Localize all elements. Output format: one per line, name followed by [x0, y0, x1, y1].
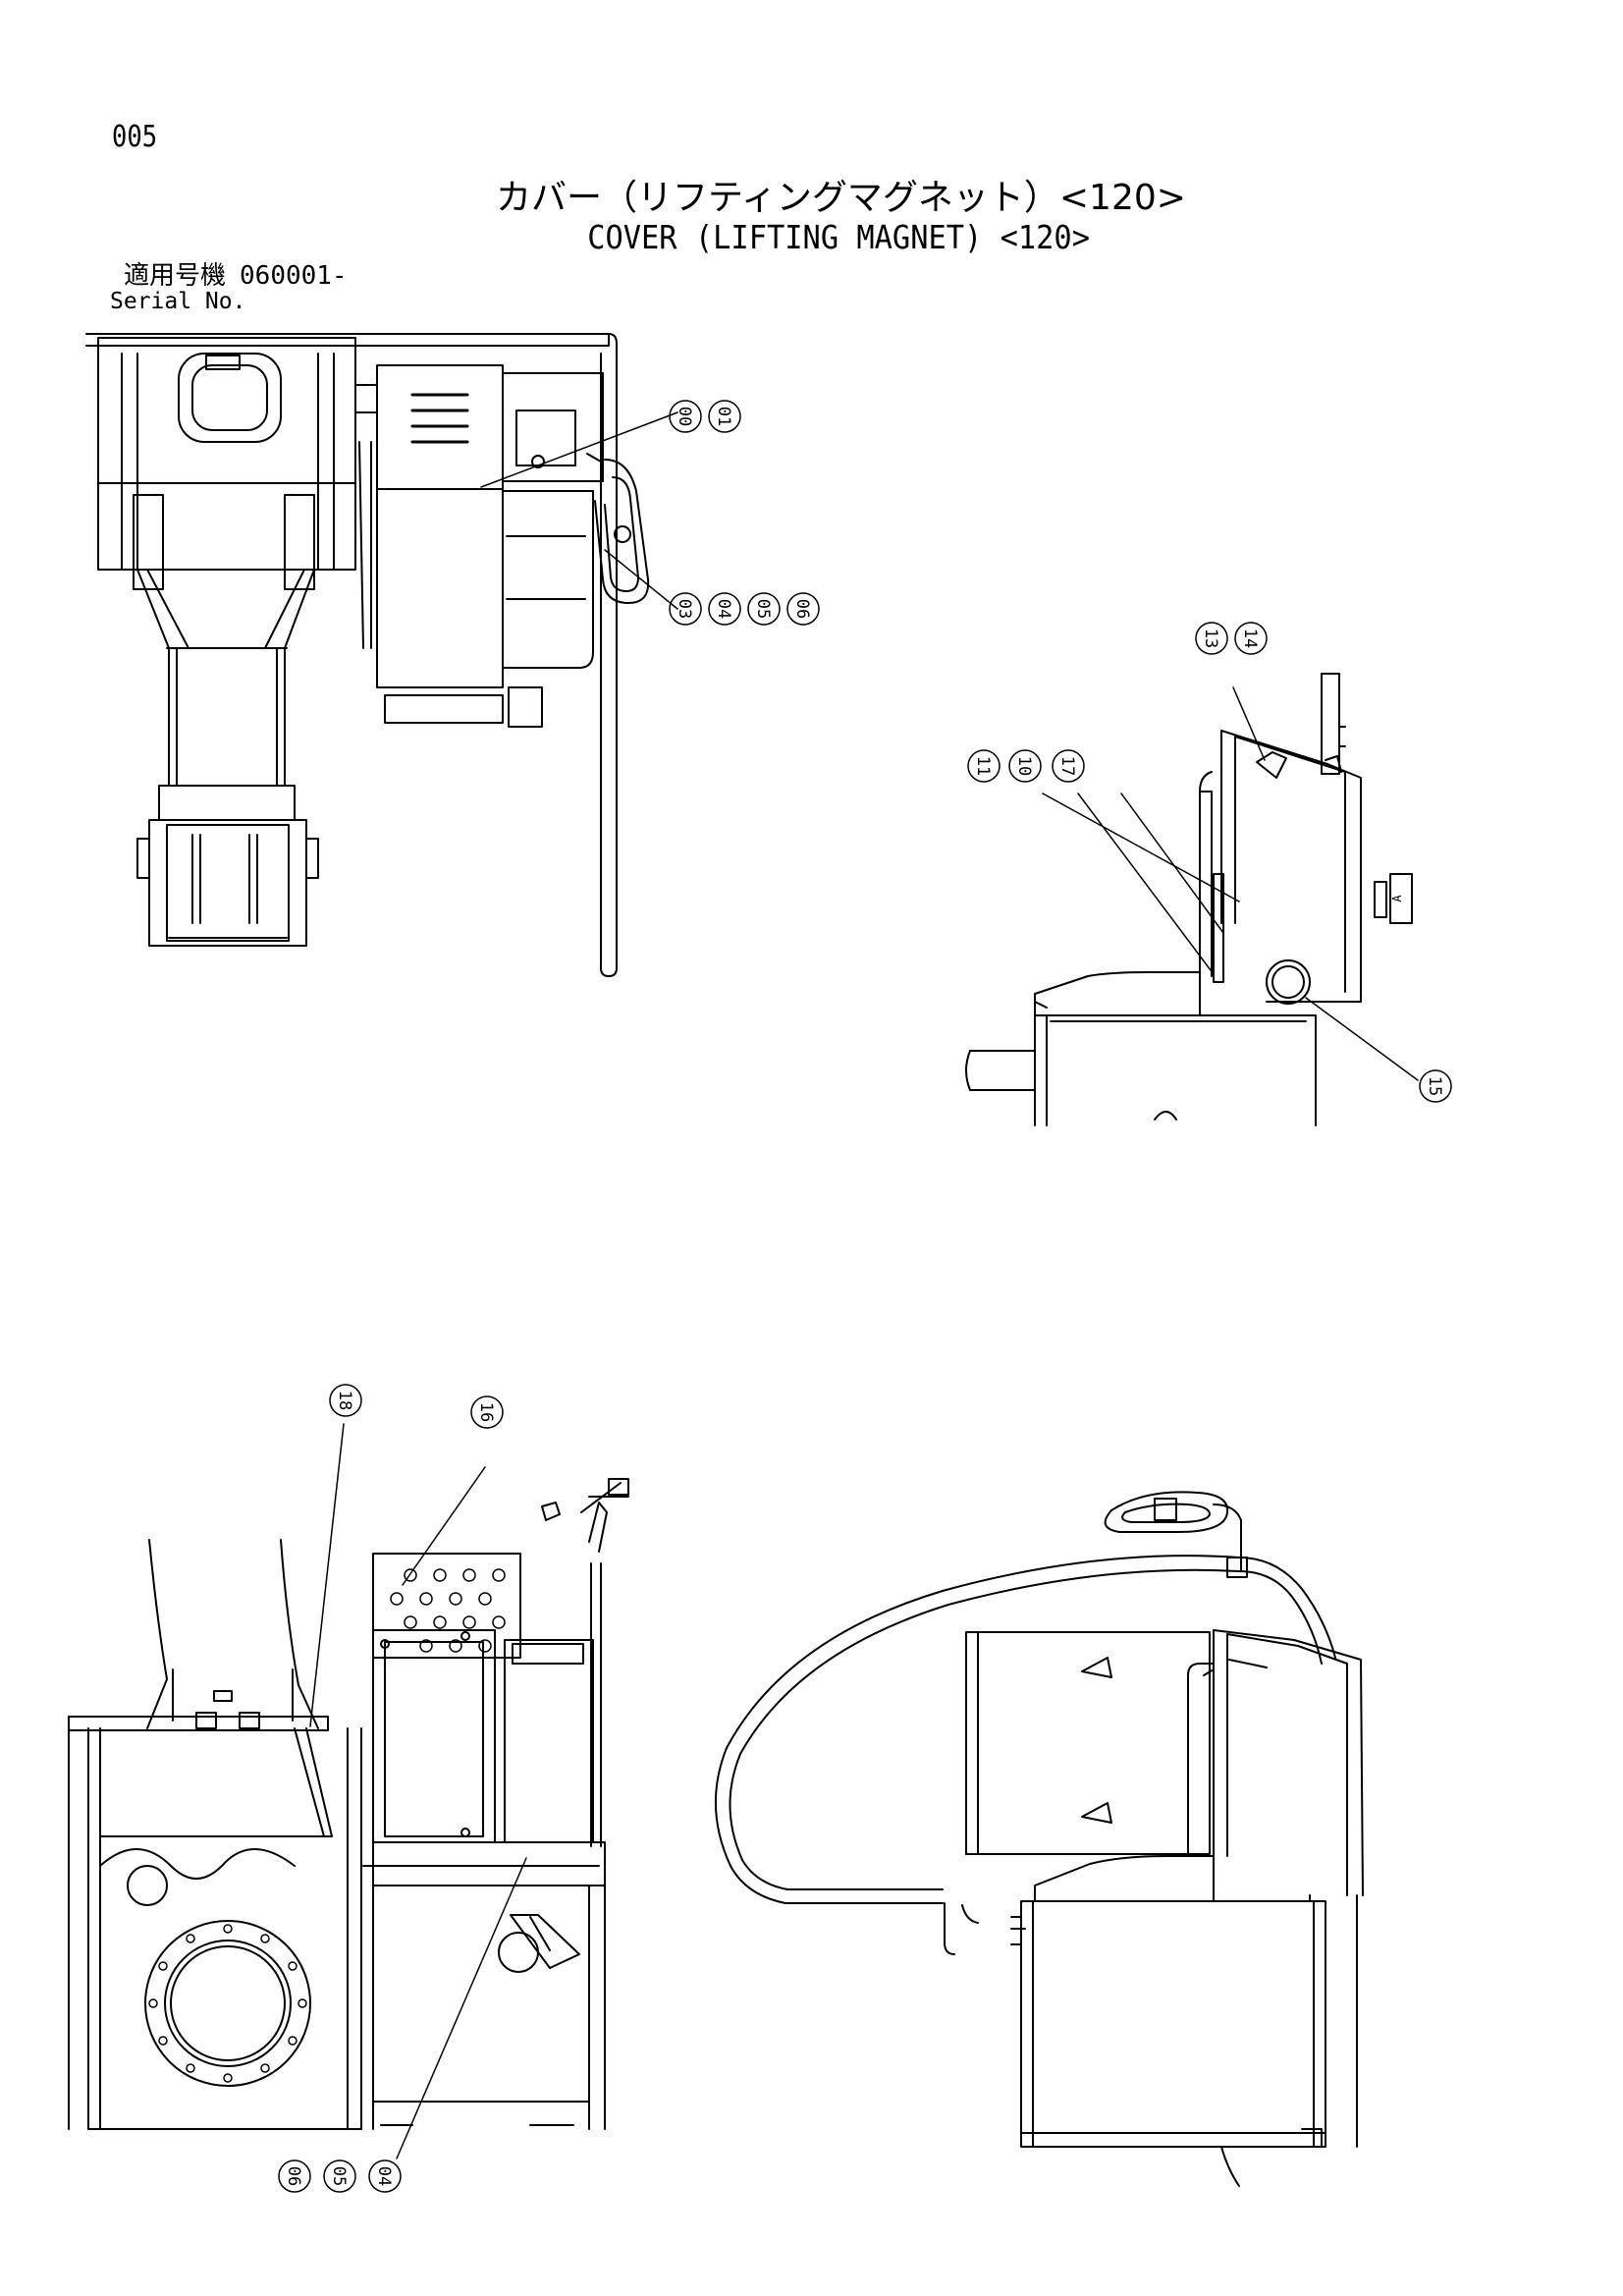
- callout-bubble-c16: [471, 1396, 503, 1428]
- callout-label-c04a: 04: [714, 599, 733, 619]
- callout-label-c15: 15: [1425, 1076, 1444, 1096]
- callout-bubble-c11: [968, 750, 1000, 782]
- callout-label-c17: 17: [1057, 756, 1077, 776]
- callout-bubble-c17: [1053, 750, 1084, 782]
- leaders-view3: [310, 1424, 526, 2159]
- callout-bubble-c13: [1196, 623, 1227, 654]
- callout-label-c04b: 04: [374, 2166, 394, 2186]
- title-japanese: カバー（リフティングマグネット）<120>: [496, 178, 1186, 218]
- view-bottom-right-elevation: [716, 1492, 1363, 2186]
- callout-label-c18: 18: [335, 1391, 354, 1410]
- callout-bubble-c01: [709, 401, 740, 432]
- callout-bubble-c06a: [787, 593, 819, 625]
- serial-label-en: Serial No.: [110, 289, 246, 314]
- callout-bubble-c15: [1420, 1070, 1451, 1102]
- callout-bubble-c00: [670, 401, 701, 432]
- view-bottom-left-plan: [69, 1479, 628, 2129]
- callout-label-c10: 10: [1014, 756, 1034, 776]
- callout-label-c05b: 05: [329, 2166, 349, 2186]
- callout-bubble-c05b: [324, 2160, 355, 2192]
- callout-label-c05a: 05: [753, 599, 773, 619]
- title-english: COVER (LIFTING MAGNET) <120>: [587, 218, 1090, 256]
- serial-label-jp: 適用号機: [124, 261, 227, 291]
- callout-label-c01: 01: [714, 407, 733, 426]
- view-top-left-plan: [86, 334, 648, 976]
- callout-label-c11: 11: [973, 756, 993, 776]
- callout-bubble-c18: [330, 1385, 361, 1416]
- callout-bubble-c14: [1235, 623, 1267, 654]
- view-right-side-elevation: [966, 674, 1412, 1125]
- callout-label-c00: 00: [675, 407, 694, 426]
- label-plate-letter: A: [1390, 895, 1404, 902]
- bolt-ring: [149, 1925, 306, 2082]
- callout-bubble-c05a: [748, 593, 780, 625]
- serial-line-jp: 適用号機 060001-: [110, 263, 348, 289]
- serial-value: 060001-: [240, 261, 348, 291]
- callouts: 00 01 03 04 05 06 13 14 11 10 17 15 18 16 06 05 04: [279, 401, 1451, 2192]
- page-number: 005: [112, 120, 158, 154]
- callout-bubble-c03: [670, 593, 701, 625]
- serial-block: 適用号機 060001- Serial No.: [110, 263, 348, 313]
- perforated-holes: [391, 1569, 505, 1652]
- callout-bubble-c04a: [709, 593, 740, 625]
- callout-bubble-c06b: [279, 2160, 310, 2192]
- callout-bubble-c04b: [369, 2160, 401, 2192]
- callout-label-c06a: 06: [792, 599, 812, 619]
- leaders-view2: [1043, 687, 1418, 1080]
- callout-label-c06b: 06: [284, 2166, 303, 2186]
- callout-label-c13: 13: [1201, 629, 1220, 648]
- callout-label-c03: 03: [675, 599, 694, 619]
- callout-label-c14: 14: [1240, 629, 1260, 648]
- leaders-view1: [481, 412, 677, 609]
- callout-label-c16: 16: [476, 1402, 496, 1422]
- callout-bubble-c10: [1009, 750, 1041, 782]
